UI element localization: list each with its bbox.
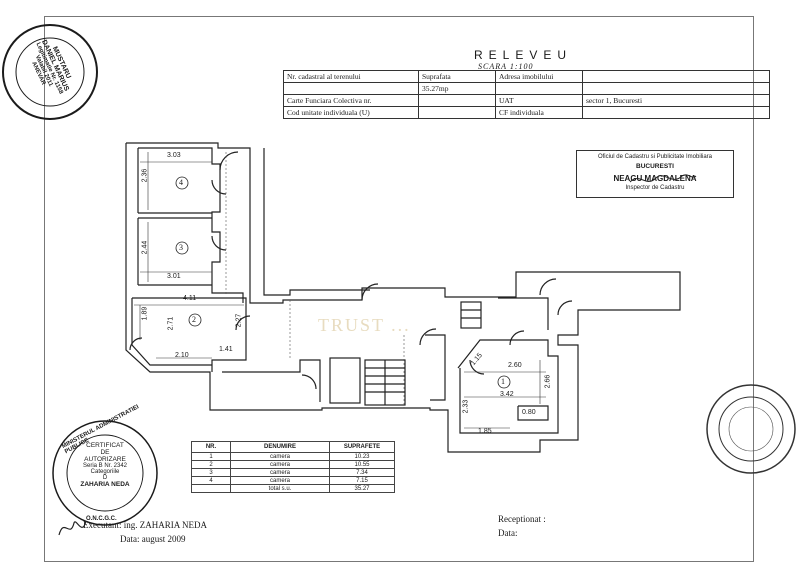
dimension-label: 0.80 xyxy=(522,409,536,416)
legend-cell: 4 xyxy=(191,476,231,485)
dimension-label: 2.27 xyxy=(235,313,243,328)
dimension-label: 2.33 xyxy=(462,399,470,414)
stamp-line: Inspector de Cadastru xyxy=(625,185,685,191)
legend-cell: camera xyxy=(230,452,330,461)
surface-legend-table: NR. DENUMIRE SUPRAFETE 1 camera 10.23 2 … xyxy=(191,441,395,493)
cell-empty xyxy=(582,106,770,119)
legend-cell: camera xyxy=(230,476,330,485)
executant-label: Executant: ing. ZAHARIA NEDA xyxy=(83,520,207,530)
legend-cell: 35.27 xyxy=(329,484,395,493)
round-seal-stamp xyxy=(706,384,796,474)
legend-cell: 3 xyxy=(191,468,231,477)
legend-cell: total s.u. xyxy=(230,484,330,493)
legend-cell: 2 xyxy=(191,460,231,469)
ministry-authorization-stamp: CERTIFICAT DE AUTORIZARE Seria B Nr. 234… xyxy=(50,404,160,528)
stamp-line: DE xyxy=(100,449,110,456)
document-title: RELEVEU xyxy=(474,48,573,62)
room-number: 1 xyxy=(501,377,505,386)
legend-cell: 1 xyxy=(191,452,231,461)
dimension-label: 1.89 xyxy=(141,306,149,321)
drawing-sheet-border xyxy=(44,16,754,562)
dimension-label: 1.85 xyxy=(478,428,492,435)
cadastral-info-table: Nr. cadastral al terenului Suprafata Adr… xyxy=(283,70,770,119)
stamp-line: Oficiul de Cadastru si Publicitate Imobi… xyxy=(597,154,713,160)
scale-label: SCARA 1:100 xyxy=(478,62,534,71)
dimension-label: 3.03 xyxy=(167,152,181,159)
stamp-line: CERTIFICAT xyxy=(86,442,124,449)
dimension-label: 3.01 xyxy=(167,273,181,280)
stamp-line: Seria B Nr. 2342 xyxy=(82,463,128,469)
legend-cell xyxy=(191,484,231,493)
dimension-label: 1.41 xyxy=(219,346,233,353)
stamp-org-text: O.N.C.G.C. xyxy=(86,516,117,522)
date-label: Data: august 2009 xyxy=(120,534,186,544)
receptionat-label: Receptionat : xyxy=(498,514,546,524)
stamp-line: ZAHARIA NEDA xyxy=(80,481,130,488)
watermark-text: TRUST ... xyxy=(318,315,411,335)
dimension-label: 2.71 xyxy=(167,316,175,331)
legend-cell: 10.23 xyxy=(329,452,395,461)
legend-cell: camera xyxy=(230,460,330,469)
room-2-marker xyxy=(188,313,202,327)
dimension-label: 2.44 xyxy=(141,240,149,255)
room-number: 3 xyxy=(179,243,183,252)
legend-header-suprafete: SUPRAFETE xyxy=(329,441,395,453)
stamp-line: BUCURESTI xyxy=(636,163,674,170)
room-number: 2 xyxy=(192,315,196,324)
signature-mark xyxy=(629,174,697,183)
room-number: 4 xyxy=(179,178,183,187)
legend-cell: 7.34 xyxy=(329,468,395,477)
legend-cell: 10.55 xyxy=(329,460,395,469)
legend-header-nr: NR. xyxy=(191,441,231,453)
room-3-marker xyxy=(175,241,189,255)
cell-cf-label: CF individuala xyxy=(495,106,583,119)
stamp-line: AUTORIZARE xyxy=(84,456,126,463)
receptionat-date-label: Data: xyxy=(498,528,518,538)
dimension-label: 2.66 xyxy=(544,374,552,389)
dimension-label: 2.10 xyxy=(175,352,189,359)
dimension-label: 4.11 xyxy=(183,295,197,302)
signature-mark xyxy=(58,520,87,536)
legend-cell: 7.15 xyxy=(329,476,395,485)
legend-cell: camera xyxy=(230,468,330,477)
stamp-line: D xyxy=(102,475,108,481)
legend-header-denumire: DENUMIRE xyxy=(230,441,330,453)
dimension-label: 3.42 xyxy=(500,391,514,398)
anevar-stamp: MUSTARU DANIEL MARIUS Legitimatie Nr. 11… xyxy=(0,22,100,122)
dimension-label: 2.60 xyxy=(508,362,522,369)
dimension-label: 2.36 xyxy=(141,168,149,183)
room-1-marker xyxy=(497,375,511,389)
stamp-line: Categoriile xyxy=(90,469,120,475)
room-4-marker xyxy=(175,176,189,190)
